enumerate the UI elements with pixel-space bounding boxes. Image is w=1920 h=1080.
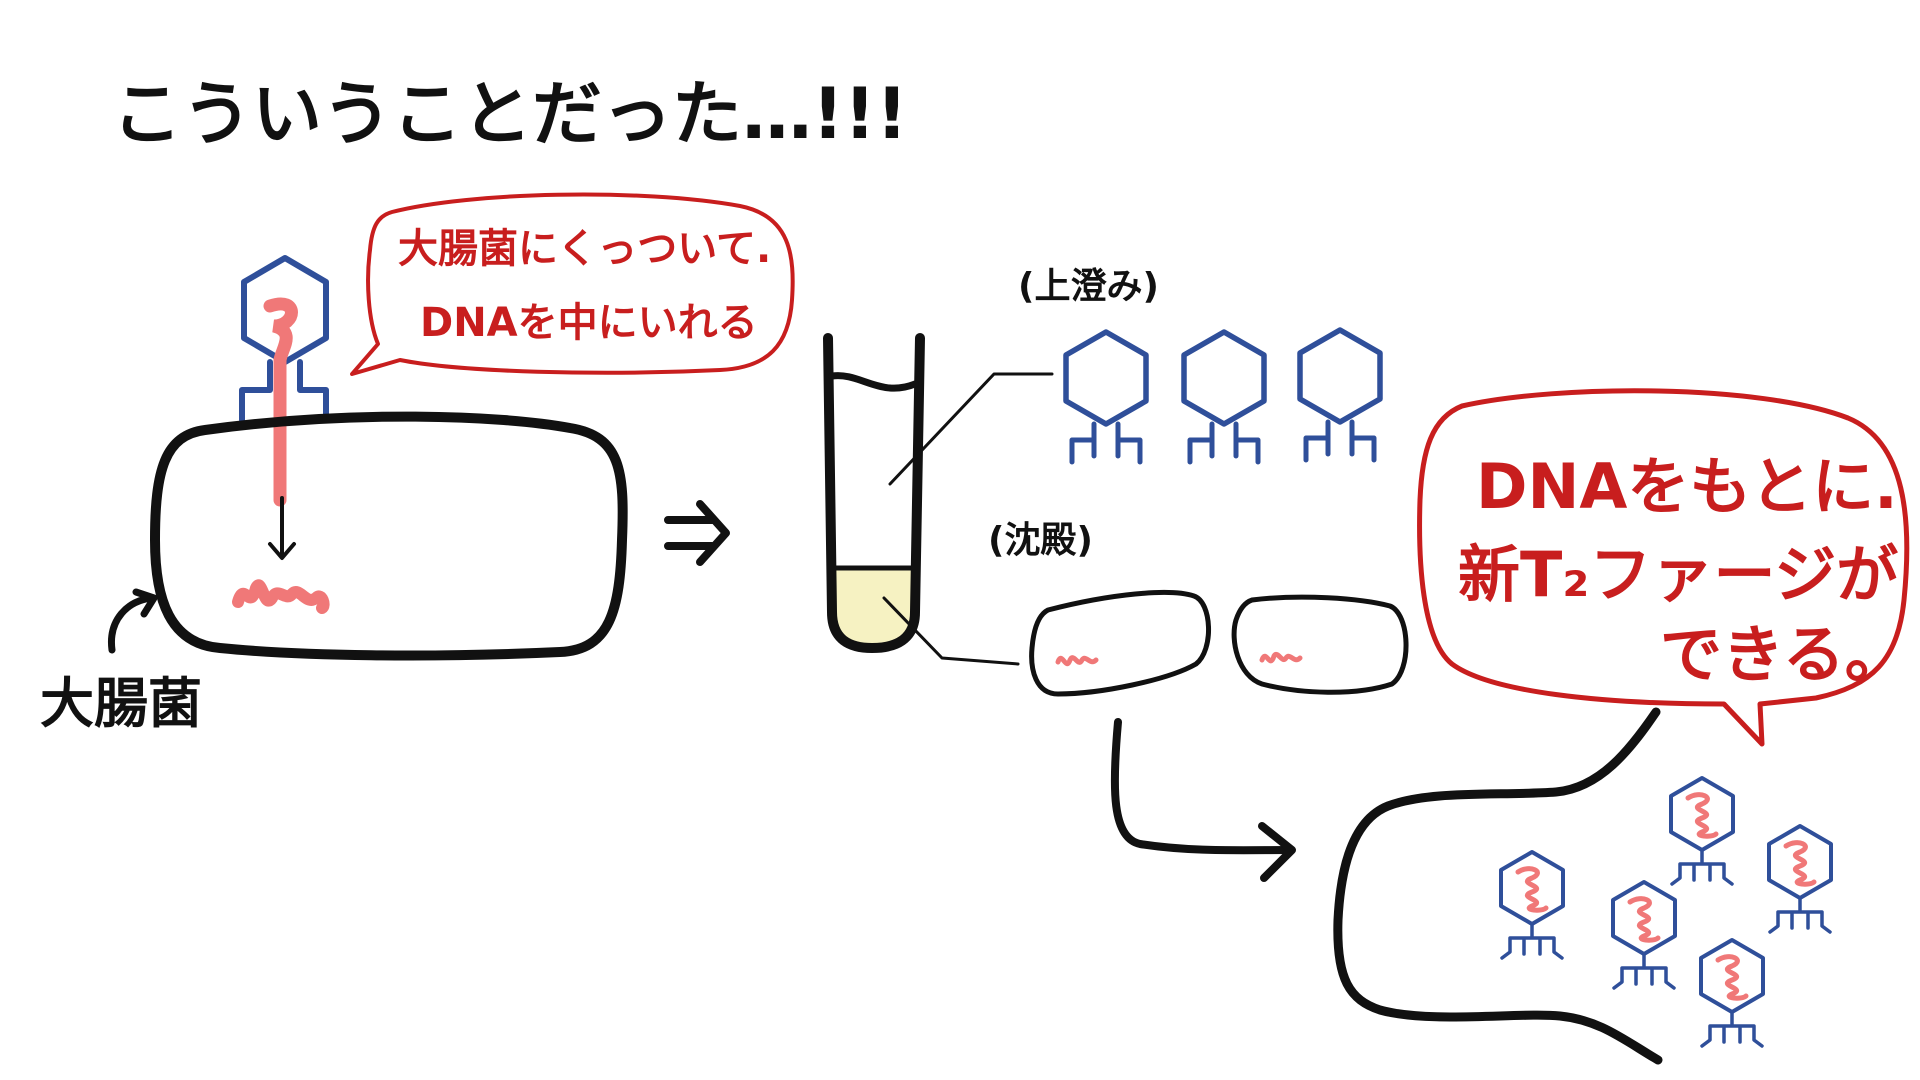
double-arrow xyxy=(664,500,730,566)
supernatant-phage-3 xyxy=(1300,330,1380,460)
title-text: こういうことだった…!!! xyxy=(112,73,908,155)
new-phage-5 xyxy=(1701,940,1763,1046)
injected-dna-strand xyxy=(263,297,298,507)
supernatant-surface xyxy=(828,372,919,392)
bacterium-label: 大腸菌 xyxy=(40,672,202,735)
precipitate-label: (沈殿) xyxy=(988,520,1093,561)
curved-arrow-head xyxy=(1258,822,1296,882)
supernatant-phage-2 xyxy=(1184,332,1264,462)
precipitate-dna-1 xyxy=(1055,655,1099,667)
new-phage-1 xyxy=(1501,852,1563,958)
new-phage-4 xyxy=(1769,826,1831,932)
precipitate-bacterium-2 xyxy=(1231,594,1409,695)
supernatant-label: (上澄み) xyxy=(1018,266,1159,307)
speech-bubble-result xyxy=(1417,388,1910,747)
curved-arrow xyxy=(1110,718,1294,855)
entry-arrow xyxy=(268,496,296,560)
bacterium-label-arrow xyxy=(108,588,158,654)
supernatant-phage-1 xyxy=(1066,332,1146,462)
precipitate-leader-line xyxy=(882,596,1020,666)
bursting-bacterium xyxy=(1333,707,1663,1065)
new-phage-2 xyxy=(1613,882,1675,988)
precipitate-bacterium-1 xyxy=(1029,589,1211,697)
bubble-result-line3: できる。 xyxy=(1660,618,1907,691)
bubble-result-line1: DNAをもとに. xyxy=(1476,450,1898,523)
bubble-result-line2: 新T₂ファージが xyxy=(1458,538,1898,611)
new-phage-3 xyxy=(1671,778,1733,884)
speech-bubble-top xyxy=(350,192,795,376)
dna-inside-bacterium xyxy=(232,579,330,614)
bacterium-left xyxy=(150,411,628,661)
sediment-fill xyxy=(832,568,915,648)
supernatant-leader-line xyxy=(888,372,1054,486)
bubble-top-line2: DNAを中にいれる xyxy=(420,300,758,346)
bubble-top-line1: 大腸菌にくっついて. xyxy=(398,226,771,272)
precipitate-dna-2 xyxy=(1259,652,1303,664)
